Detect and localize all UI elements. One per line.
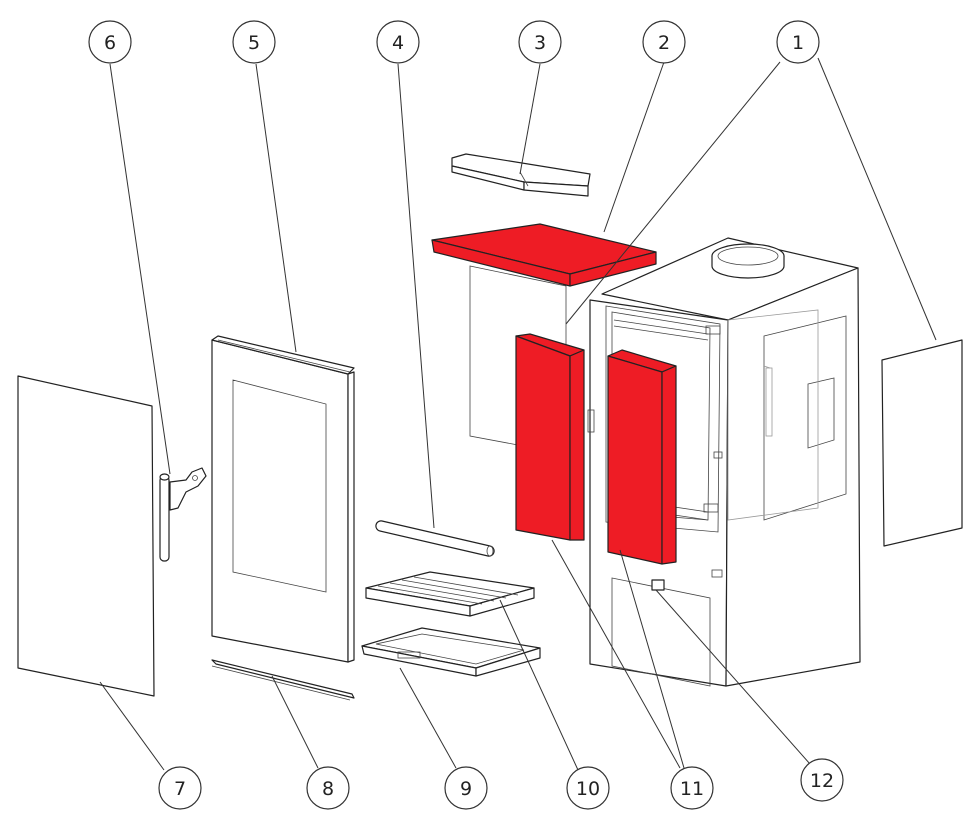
- callout-12: 12: [800, 758, 844, 802]
- callout-9: 9: [444, 766, 488, 810]
- callout-7: 7: [158, 766, 202, 810]
- part-7-side-panel: [17, 375, 155, 697]
- part-9-ash-tray: [361, 627, 541, 677]
- callout-5-label: 5: [248, 32, 260, 54]
- part-5-door-frame: [211, 335, 355, 663]
- part-4-rod: [375, 520, 495, 557]
- callout-6-label: 6: [104, 32, 116, 54]
- callout-11: 11: [670, 766, 714, 810]
- callout-10: 10: [566, 766, 610, 810]
- callout-9-label: 9: [460, 778, 472, 800]
- callout-10-label: 10: [576, 778, 600, 800]
- part-1-side-glass: [881, 339, 963, 547]
- callout-11-label: 11: [680, 778, 704, 800]
- callout-7-label: 7: [174, 778, 186, 800]
- callout-6: 6: [88, 20, 132, 64]
- leader-lines: [99, 57, 937, 771]
- callout-2: 2: [642, 20, 686, 64]
- callout-5: 5: [232, 20, 276, 64]
- callout-8: 8: [306, 766, 350, 810]
- part-8-bottom-strip: [211, 659, 355, 701]
- part-10-grate: [365, 571, 535, 617]
- part-2-top-refractory-slab: [431, 223, 657, 287]
- callout-3: 3: [518, 20, 562, 64]
- part-11-side-refractory-left: [515, 333, 585, 541]
- part-6-door-handle: [159, 467, 207, 562]
- callout-12-label: 12: [810, 770, 834, 792]
- callout-4-label: 4: [392, 32, 404, 54]
- callout-1-label: 1: [792, 32, 804, 54]
- callout-4: 4: [376, 20, 420, 64]
- callout-8-label: 8: [322, 778, 334, 800]
- callout-2-label: 2: [658, 32, 670, 54]
- callout-1: 1: [776, 20, 820, 64]
- callout-3-label: 3: [534, 32, 546, 54]
- part-11-side-refractory-right: [607, 349, 677, 565]
- part-3-top-bracket: [451, 153, 591, 197]
